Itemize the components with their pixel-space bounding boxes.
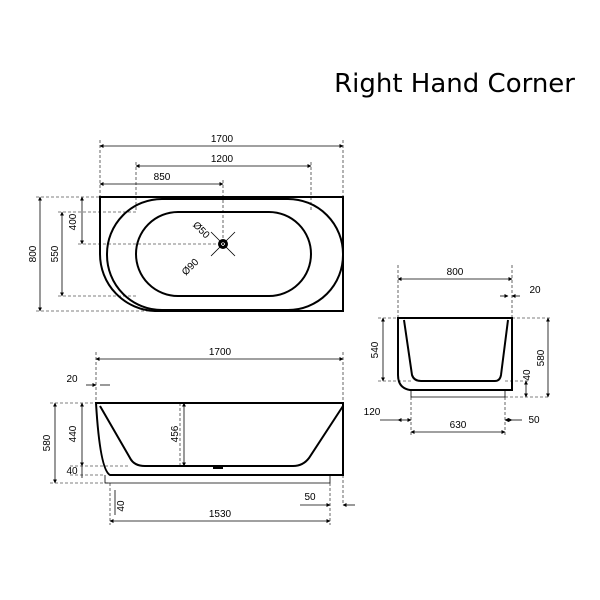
base-side	[410, 390, 506, 398]
inner-basin	[135, 211, 312, 297]
drain-symbol	[210, 231, 236, 257]
bath-outline-side	[397, 317, 513, 391]
front-base-right-offset-label: 50	[304, 492, 316, 503]
drain-small-label: Ø50	[190, 220, 211, 241]
front-base-step-label: 40	[116, 500, 127, 512]
side-width-label: 800	[447, 267, 464, 278]
drain-large-label: Ø90	[180, 257, 201, 278]
front-rim-offset-label: 20	[66, 374, 78, 385]
side-base-width-label: 630	[450, 420, 467, 431]
front-inner-depth-label: 456	[170, 425, 181, 442]
side-left-offset-label: 120	[364, 407, 381, 418]
top-inner-length-label: 1200	[211, 154, 234, 165]
bath-outline-front	[94, 402, 344, 476]
top-drain-side-label: 400	[68, 213, 79, 230]
side-rim-offset-label: 20	[529, 285, 541, 296]
side-view: 800 20 540 580 40 120 630 50	[364, 265, 550, 435]
side-base-height-label: 40	[522, 369, 533, 381]
top-length-label: 1700	[211, 134, 234, 145]
top-width-label: 800	[28, 245, 39, 262]
front-total-height-label: 580	[42, 434, 53, 451]
bath-outline-top	[99, 196, 344, 312]
top-drain-offset-label: 850	[154, 172, 171, 183]
side-total-height-label: 580	[536, 349, 547, 366]
front-side-height-label: 440	[68, 425, 79, 442]
front-base-length-label: 1530	[209, 509, 232, 520]
inner-basin-front	[99, 405, 344, 467]
inner-basin-side	[403, 319, 509, 382]
top-view: Ø50 Ø90 1700 1200 850 800 550 400	[28, 134, 344, 312]
side-right-offset-label: 50	[528, 415, 540, 426]
base-front	[104, 475, 331, 484]
front-length-label: 1700	[209, 347, 232, 358]
page-title: Right Hand Corner	[334, 69, 575, 99]
front-view: 1700 20 580 440 40 456 40 50 1530	[42, 347, 355, 525]
top-inner-width-label: 550	[50, 245, 61, 262]
rim-oval	[106, 198, 344, 311]
side-inner-height-label: 540	[370, 341, 381, 358]
front-base-height-label: 40	[66, 466, 78, 477]
